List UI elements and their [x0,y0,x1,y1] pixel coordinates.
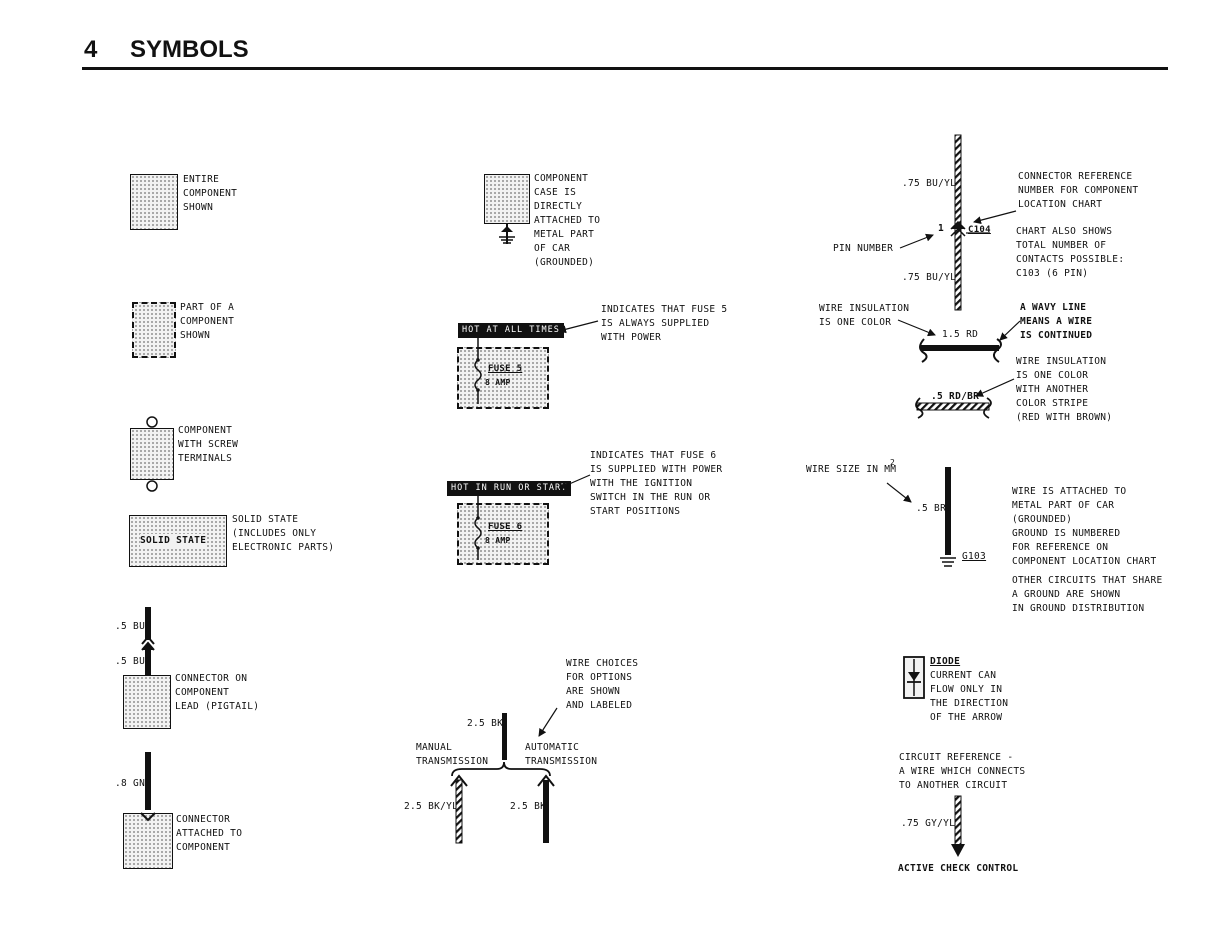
grounded-case-label: COMPONENT CASE IS DIRECTLY ATTACHED TO M… [534,173,601,268]
page-title: SYMBOLS [130,36,249,63]
ground-description: WIRE IS ATTACHED TO METAL PART OF CAR (G… [1012,486,1157,567]
connector-wire-icon [899,134,1017,311]
fuse6-symbol-icon [474,496,482,560]
hot-at-all-times-bar: HOT AT ALL TIMES [458,323,564,338]
wire-label-8gn: .8 GN [115,778,146,789]
grounded-component-box [484,174,530,224]
screw-terminal-bottom-icon [146,480,158,492]
wire-label-75gyyl: .75 GY/YL [901,818,956,829]
active-check-control-label: ACTIVE CHECK CONTROL [898,863,1019,874]
insulation-one-color-label: WIRE INSULATION IS ONE COLOR [819,303,910,328]
wire-label-25bk-top: 2.5 BK [467,718,504,729]
fuse5-box [457,347,549,409]
wire-label-5rdbr: .5 RD/BR [931,391,980,402]
screw-terminal-top-icon [146,416,158,428]
fuse6-amp: 8 AMP [485,536,511,545]
section-number: 4 [84,36,98,63]
part-component-box [132,302,176,358]
fuse5-description: INDICATES THAT FUSE 5 IS ALWAYS SUPPLIED… [601,304,728,343]
wire-label-15rd: 1.5 RD [942,329,979,340]
connector-c104-label: C104 [968,225,991,235]
wire-label-25bkyl: 2.5 BK/YL [404,801,459,812]
fuse6-description: INDICATES THAT FUSE 6 IS SUPPLIED WITH P… [590,450,723,517]
hot-in-run-or-start-bar: HOT IN RUN OR START [447,481,572,496]
attached-connector-label: CONNECTOR ATTACHED TO COMPONENT [176,814,243,853]
wire-label-75buyl-bottom: .75 BU/YL [902,272,957,283]
wavy-line-label: A WAVY LINE MEANS A WIRE IS CONTINUED [1020,302,1093,341]
wire-size-label: WIRE SIZE IN MM [806,464,897,475]
continued-wire-icon [897,319,1021,363]
wire-label-5br: .5 BR [916,503,947,514]
fuse5-amp: 8 AMP [485,378,511,387]
wire-label-5bu-bottom: .5 BU [115,656,146,667]
attached-connector-box [123,813,173,869]
automatic-transmission-label: AUTOMATIC TRANSMISSION [525,742,598,767]
circuit-reference-label: CIRCUIT REFERENCE - A WIRE WHICH CONNECT… [899,752,1026,791]
pigtail-component-box [123,675,171,729]
solid-state-box-label: SOLID STATE [140,534,207,548]
fuse6-pointer-arrow [559,474,591,489]
circuit-reference-arrow-icon [951,795,965,857]
wire-label-5bu-top: .5 BU [115,621,146,632]
manual-transmission-label: MANUAL TRANSMISSION [416,742,489,767]
screw-component-box [130,428,174,480]
pin-number-label: PIN NUMBER [833,243,894,254]
solid-state-label: SOLID STATE (INCLUDES ONLY ELECTRONIC PA… [232,514,335,553]
fuse5-name: FUSE 5 [488,364,523,374]
entire-component-label: ENTIRE COMPONENT SHOWN [183,174,238,213]
ground-symbol-icon [499,224,515,244]
fuse5-pointer-arrow [558,320,599,334]
wire-size-superscript: 2 [890,458,896,467]
diode-title: DIODE [930,656,961,667]
entire-component-box [130,174,178,230]
wire-choices-label: WIRE CHOICES FOR OPTIONS ARE SHOWN AND L… [566,658,639,711]
ground-distribution-label: OTHER CIRCUITS THAT SHARE A GROUND ARE S… [1012,575,1163,614]
ground-wire-icon [886,467,956,567]
pigtail-connector-icon [141,607,155,676]
fuse6-name: FUSE 6 [488,522,523,532]
wire-choices-diagram-icon [450,707,558,844]
wire-label-25bk-bottom: 2.5 BK [510,801,547,812]
pin-1-label: 1 [938,223,945,234]
insulation-stripe-label: WIRE INSULATION IS ONE COLOR WITH ANOTHE… [1016,356,1113,423]
attached-connector-icon [140,752,156,822]
connector-reference-label: CONNECTOR REFERENCE NUMBER FOR COMPONENT… [1018,171,1139,210]
striped-wire-icon [915,378,1015,419]
header-rule [82,67,1168,70]
chart-also-shows-label: CHART ALSO SHOWS TOTAL NUMBER OF CONTACT… [1016,226,1125,279]
diode-icon [903,656,925,699]
fuse6-box [457,503,549,565]
screw-terminals-label: COMPONENT WITH SCREW TERMINALS [178,425,239,464]
wire-label-75buyl-top: .75 BU/YL [902,178,957,189]
diode-description: CURRENT CAN FLOW ONLY IN THE DIRECTION O… [930,670,1009,723]
fuse5-symbol-icon [474,338,482,404]
pigtail-label: CONNECTOR ON COMPONENT LEAD (PIGTAIL) [175,673,260,712]
part-component-label: PART OF A COMPONENT SHOWN [180,302,235,341]
ground-g103-label: G103 [962,551,987,562]
